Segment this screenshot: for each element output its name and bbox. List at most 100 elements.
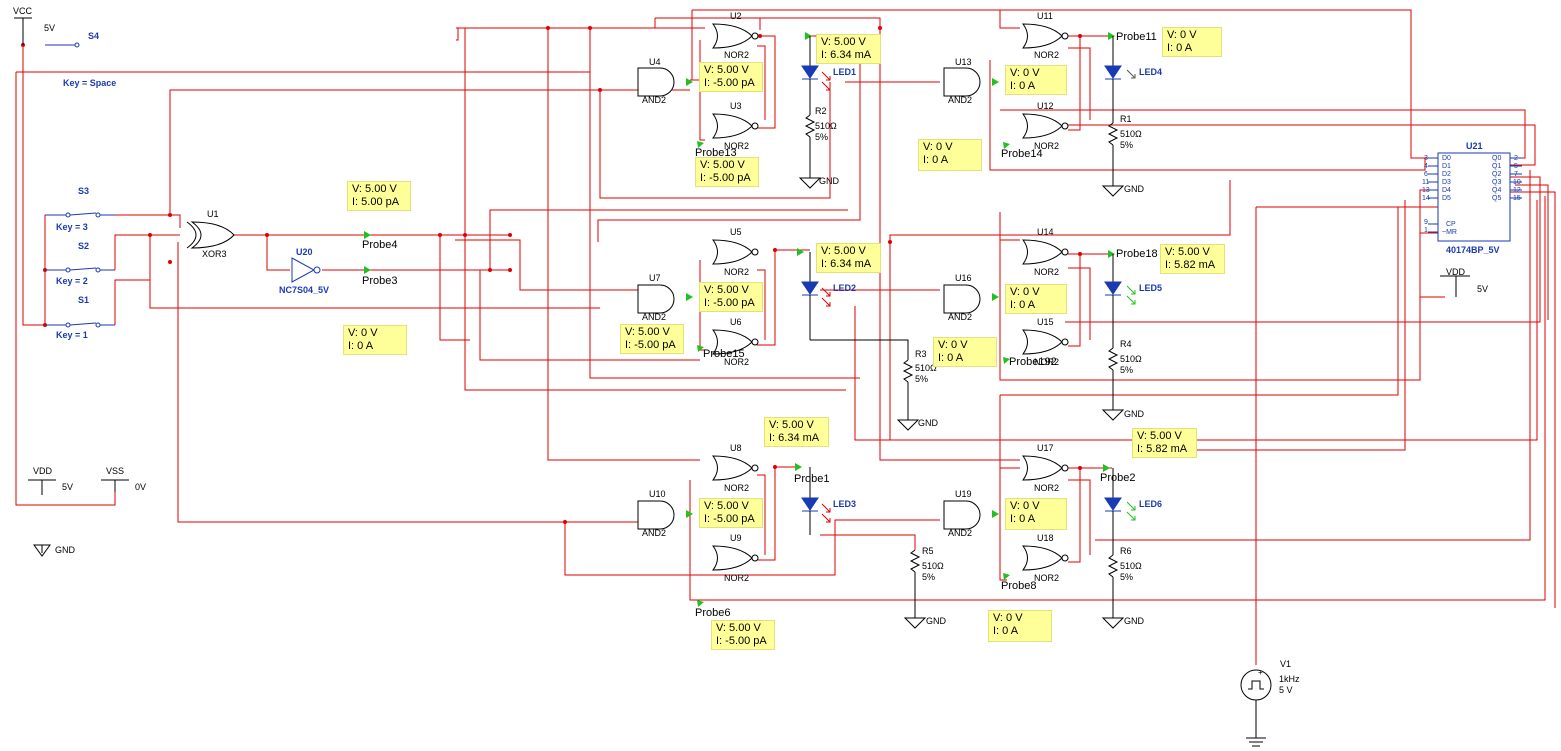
r1-value: 510Ω xyxy=(1120,129,1142,139)
gnd-r3-label: GND xyxy=(918,418,938,428)
r6-value: 510Ω xyxy=(1120,561,1142,571)
gnd-r6-label: GND xyxy=(1124,616,1144,626)
probe19-label: Probe192 xyxy=(1009,356,1057,368)
xor-gate-u1 xyxy=(186,221,235,249)
gate-u11-type: NOR2 xyxy=(1034,50,1060,60)
r5-value: 510Ω xyxy=(922,561,944,571)
probe11-label: Probe11 xyxy=(1116,31,1157,43)
probe2-label: Probe2 xyxy=(1100,472,1136,484)
ic-u21-ref: U21 xyxy=(1466,141,1483,151)
gnd-label: GND xyxy=(55,545,75,555)
r4-tol: 5% xyxy=(1120,365,1134,375)
ic-u21-body xyxy=(1428,152,1522,242)
gate-u12-type: NOR2 xyxy=(1034,141,1060,151)
r5-tol: 5% xyxy=(922,572,936,582)
led6-label: LED6 xyxy=(1139,499,1163,509)
r4-value: 510Ω xyxy=(1120,354,1142,364)
ic-u21-part: 40174BP_5V xyxy=(1446,245,1500,255)
switch-s4-key[interactable]: Key = Space xyxy=(63,78,117,88)
switch-s1-key[interactable]: Key = 1 xyxy=(56,330,88,340)
r2-value: 510Ω xyxy=(815,121,837,131)
gate-u3-ref: U3 xyxy=(730,101,742,111)
probe6-label: Probe6 xyxy=(695,607,731,619)
led5-label: LED5 xyxy=(1139,283,1163,293)
gate-u14-ref: U14 xyxy=(1037,227,1054,237)
gate-u20-ref: U20 xyxy=(296,247,313,257)
svg-text:+: + xyxy=(1258,668,1263,677)
gate-u8-ref: U8 xyxy=(730,443,742,453)
switch-s2-key[interactable]: Key = 2 xyxy=(56,276,88,286)
gate-u7-type: AND2 xyxy=(642,312,667,322)
gate-u17-ref: U17 xyxy=(1037,443,1054,453)
probe1-label: Probe1 xyxy=(794,473,830,485)
gate-u2-ref: U2 xyxy=(730,11,742,21)
probe15-label: Probe15 xyxy=(703,348,745,360)
gate-u10-ref: U10 xyxy=(649,489,666,499)
led2-label: LED2 xyxy=(833,283,857,293)
gate-u6-ref: U6 xyxy=(730,317,742,327)
probe18-label: Probe18 xyxy=(1116,248,1158,260)
v1-amp: 5 V xyxy=(1279,685,1293,695)
switch-s3-key[interactable]: Key = 3 xyxy=(56,222,88,232)
gate-u1-type: XOR3 xyxy=(202,249,227,259)
gate-u18-type: NOR2 xyxy=(1034,573,1060,583)
led3-label: LED3 xyxy=(833,499,857,509)
gate-u8-type: NOR2 xyxy=(724,483,750,493)
gate-u7-ref: U7 xyxy=(649,273,661,283)
led1-label: LED1 xyxy=(833,67,857,77)
gate-u16-ref: U16 xyxy=(955,273,972,283)
r1-ref: R1 xyxy=(1120,114,1132,124)
gate-u12-ref: U12 xyxy=(1037,101,1054,111)
wires xyxy=(15,9,1556,665)
gate-u1-ref: U1 xyxy=(207,209,219,219)
clock-source-v1: + xyxy=(1240,668,1272,747)
r5-ref: R5 xyxy=(922,546,934,556)
vcc-label: VCC xyxy=(13,6,33,16)
vss-voltage: 0V xyxy=(135,482,147,492)
switch-s2-name: S2 xyxy=(78,241,90,251)
gnd-r5-label: GND xyxy=(926,616,946,626)
r3-tol: 5% xyxy=(915,374,929,384)
gate-u17-type: NOR2 xyxy=(1034,483,1060,493)
r2-tol: 5% xyxy=(815,132,829,142)
inverter-u20 xyxy=(291,257,321,283)
switch-s4-name: S4 xyxy=(88,31,100,41)
gnd-r2-label: GND xyxy=(819,176,839,186)
gate-u10-type: AND2 xyxy=(642,528,667,538)
junction-dots xyxy=(21,26,1082,524)
r6-ref: R6 xyxy=(1120,546,1132,556)
probe14-label: Probe14 xyxy=(1001,148,1043,160)
gate-u19-ref: U19 xyxy=(955,489,972,499)
vss-label: VSS xyxy=(106,466,125,476)
gnd-r4-label: GND xyxy=(1124,409,1144,419)
probe4-label: Probe4 xyxy=(362,239,398,251)
vdd-voltage: 5V xyxy=(62,482,74,492)
gate-u13-type: AND2 xyxy=(948,95,973,105)
probe13-label: Probe13 xyxy=(695,147,737,159)
vdd-label: VDD xyxy=(33,466,53,476)
r6-tol: 5% xyxy=(1120,572,1134,582)
switch-s3-name: S3 xyxy=(78,186,90,196)
gate-u16-type: AND2 xyxy=(948,312,973,322)
v1-freq: 1kHz xyxy=(1279,674,1300,684)
gate-u14-type: NOR2 xyxy=(1034,267,1060,277)
switch-s1-name: S1 xyxy=(78,295,90,305)
r3-ref: R3 xyxy=(915,349,927,359)
r1-tol: 5% xyxy=(1120,140,1134,150)
